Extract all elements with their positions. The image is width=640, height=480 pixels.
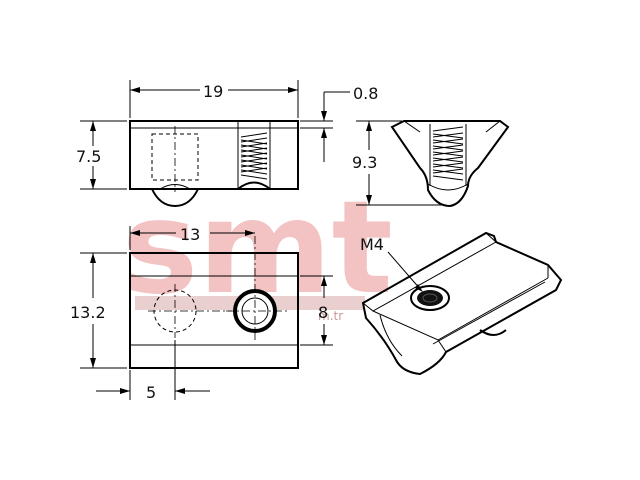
plan-view-body xyxy=(129,252,299,369)
dim-side-height: 9.3 xyxy=(352,120,445,206)
dim-plan-height-label: 13.2 xyxy=(70,303,106,322)
dim-left-offset-label: 5 xyxy=(146,383,156,402)
dim-hole-offset: 13 xyxy=(129,225,255,250)
iso-body xyxy=(361,231,563,376)
side-view-profile xyxy=(390,120,510,208)
dim-top-height: 7.5 xyxy=(76,120,127,190)
dim-plan-height: 13.2 xyxy=(70,252,127,369)
top-front-view: 19 7.5 0.8 xyxy=(76,80,378,208)
side-view: 9.3 xyxy=(352,120,510,208)
dim-top-width-label: 19 xyxy=(203,82,223,101)
thread-label: M4 xyxy=(360,235,384,254)
dim-top-height-label: 7.5 xyxy=(76,147,101,166)
watermark-small-text: m.tr xyxy=(318,309,343,323)
dim-left-offset: 5 xyxy=(96,340,210,402)
isometric-view: M4 xyxy=(360,231,563,376)
dim-top-thickness: 0.8 xyxy=(300,84,378,162)
top-view-body xyxy=(129,120,299,190)
dim-top-thickness-label: 0.8 xyxy=(353,84,378,103)
bottom-lobe-left xyxy=(151,188,199,208)
plan-view: 13 13.2 8 5 xyxy=(70,225,333,402)
thread-callout: M4 xyxy=(360,235,423,292)
dim-top-width: 19 xyxy=(129,80,299,118)
dim-hole-height: 8 xyxy=(300,275,333,346)
dim-hole-offset-label: 13 xyxy=(180,225,200,244)
thread-section xyxy=(237,121,271,190)
dim-hole-height-label: 8 xyxy=(318,303,328,322)
dim-side-height-label: 9.3 xyxy=(352,153,377,172)
